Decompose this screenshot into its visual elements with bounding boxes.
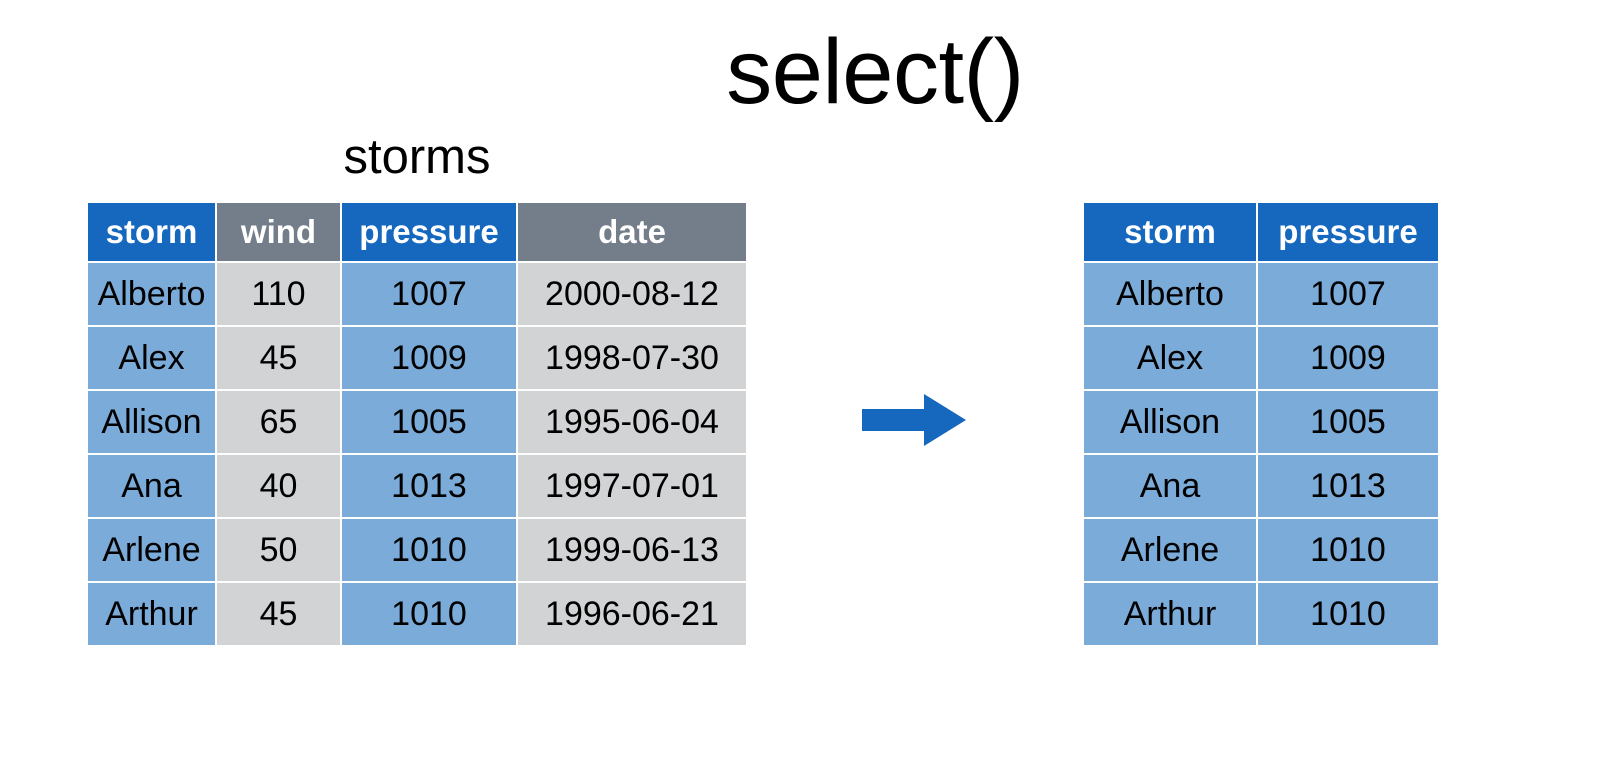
cell-pressure: 1010 — [1258, 519, 1438, 583]
cell-pressure: 1013 — [1258, 455, 1438, 519]
cell-wind: 110 — [217, 263, 342, 327]
cell-pressure: 1010 — [1258, 583, 1438, 645]
table-row: Alberto 110 1007 2000-08-12 — [88, 263, 746, 327]
cell-wind: 50 — [217, 519, 342, 583]
cell-pressure: 1010 — [342, 519, 518, 583]
cell-pressure: 1013 — [342, 455, 518, 519]
cell-storm: Ana — [88, 455, 217, 519]
cell-pressure: 1005 — [342, 391, 518, 455]
page-title: select() — [726, 21, 1024, 123]
source-table-caption: storms — [343, 130, 491, 184]
cell-pressure: 1005 — [1258, 391, 1438, 455]
cell-date: 2000-08-12 — [518, 263, 746, 327]
table-row: Alex 45 1009 1998-07-30 — [88, 327, 746, 391]
cell-storm: Alex — [1084, 327, 1258, 391]
result-table: storm pressure Alberto 1007 Alex 1009 Al… — [1084, 203, 1438, 645]
table-row: Alex 1009 — [1084, 327, 1438, 391]
cell-storm: Alex — [88, 327, 217, 391]
arrow-right-icon — [862, 392, 966, 448]
cell-storm: Allison — [1084, 391, 1258, 455]
source-table: storm wind pressure date Alberto 110 100… — [88, 203, 746, 645]
table-header-row: storm wind pressure date — [88, 203, 746, 263]
cell-storm: Arthur — [1084, 583, 1258, 645]
table-row: Arthur 1010 — [1084, 583, 1438, 645]
cell-date: 1995-06-04 — [518, 391, 746, 455]
table-row: Allison 1005 — [1084, 391, 1438, 455]
table-header-row: storm pressure — [1084, 203, 1438, 263]
table-row: Ana 40 1013 1997-07-01 — [88, 455, 746, 519]
column-header-storm[interactable]: storm — [1084, 203, 1258, 263]
cell-date: 1998-07-30 — [518, 327, 746, 391]
cell-pressure: 1009 — [1258, 327, 1438, 391]
cell-pressure: 1007 — [1258, 263, 1438, 327]
cell-storm: Arlene — [1084, 519, 1258, 583]
cell-storm: Ana — [1084, 455, 1258, 519]
table-row: Alberto 1007 — [1084, 263, 1438, 327]
cell-pressure: 1010 — [342, 583, 518, 645]
cell-storm: Arlene — [88, 519, 217, 583]
table-row: Allison 65 1005 1995-06-04 — [88, 391, 746, 455]
cell-pressure: 1009 — [342, 327, 518, 391]
cell-date: 1999-06-13 — [518, 519, 746, 583]
table-row: Arthur 45 1010 1996-06-21 — [88, 583, 746, 645]
cell-storm: Alberto — [88, 263, 217, 327]
cell-pressure: 1007 — [342, 263, 518, 327]
cell-wind: 65 — [217, 391, 342, 455]
cell-wind: 45 — [217, 583, 342, 645]
cell-storm: Arthur — [88, 583, 217, 645]
column-header-wind[interactable]: wind — [217, 203, 342, 263]
cell-date: 1996-06-21 — [518, 583, 746, 645]
table-row: Arlene 1010 — [1084, 519, 1438, 583]
cell-storm: Alberto — [1084, 263, 1258, 327]
cell-date: 1997-07-01 — [518, 455, 746, 519]
column-header-pressure[interactable]: pressure — [342, 203, 518, 263]
cell-storm: Allison — [88, 391, 217, 455]
column-header-pressure[interactable]: pressure — [1258, 203, 1438, 263]
table-row: Arlene 50 1010 1999-06-13 — [88, 519, 746, 583]
cell-wind: 45 — [217, 327, 342, 391]
cell-wind: 40 — [217, 455, 342, 519]
table-row: Ana 1013 — [1084, 455, 1438, 519]
column-header-date[interactable]: date — [518, 203, 746, 263]
column-header-storm[interactable]: storm — [88, 203, 217, 263]
